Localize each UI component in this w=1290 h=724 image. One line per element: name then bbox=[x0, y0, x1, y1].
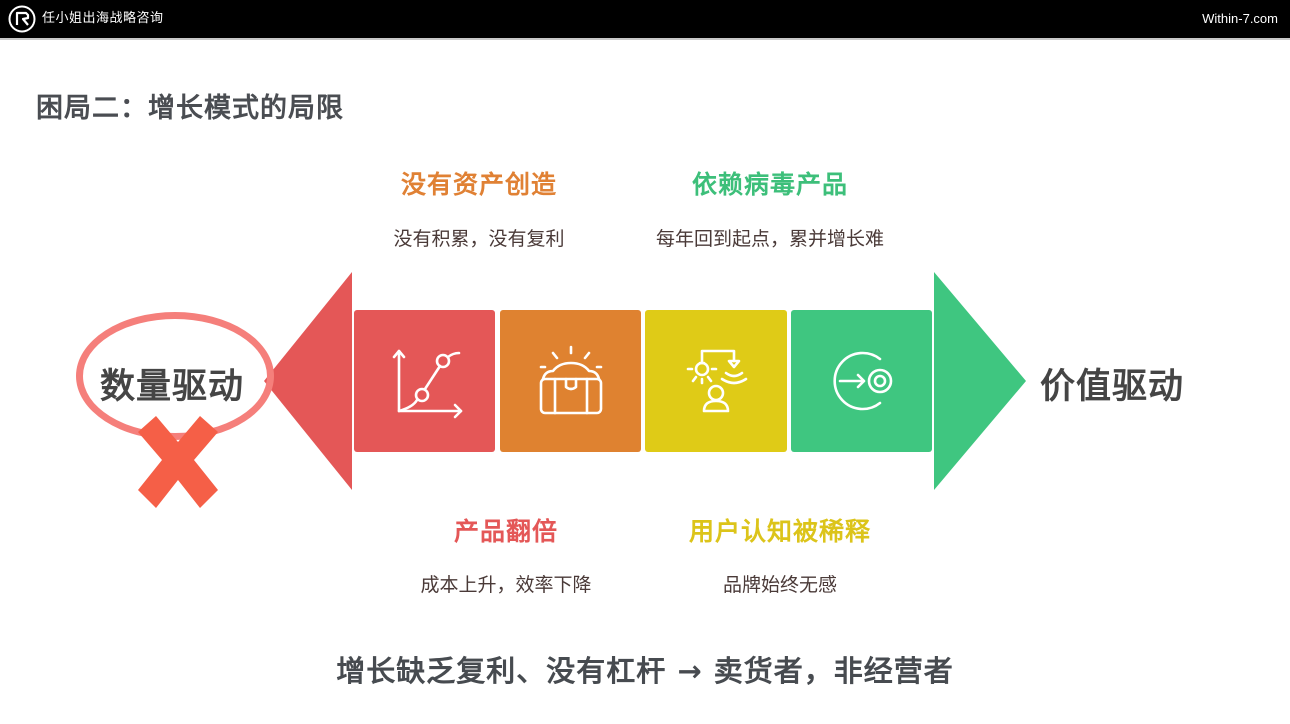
box-treasure bbox=[500, 310, 641, 452]
highlight-ellipse bbox=[76, 312, 274, 440]
growth-chart-icon bbox=[392, 349, 462, 419]
treasure-chest-icon bbox=[539, 345, 602, 415]
brand-name: 任小姐出海战略咨询 bbox=[42, 11, 164, 26]
label-user-perception-diluted-desc: 品牌始终无感 bbox=[722, 574, 837, 596]
site-url: Within-7.com bbox=[1202, 11, 1278, 26]
x-mark-icon bbox=[138, 416, 218, 508]
label-user-perception-diluted: 用户认知被稀释 bbox=[688, 517, 871, 546]
right-arrow-head bbox=[934, 272, 1026, 490]
quantity-driven-label: 数量驱动 bbox=[100, 367, 245, 407]
circle-logo-icon bbox=[8, 5, 36, 33]
conclusion-text: 增长缺乏复利、没有杠杆 → 卖货者，非经营者 bbox=[336, 654, 954, 688]
left-arrow-head bbox=[264, 272, 352, 490]
label-viral-product: 依赖病毒产品 bbox=[691, 170, 848, 199]
influence-signal-icon bbox=[686, 349, 748, 413]
label-product-doubling-desc: 成本上升，效率下降 bbox=[420, 574, 592, 596]
box-target bbox=[791, 310, 932, 452]
value-driven-label: 价值驱动 bbox=[1040, 367, 1185, 407]
label-no-asset-creation: 没有资产创造 bbox=[400, 170, 557, 199]
label-viral-product-desc: 每年回到起点，累并增长难 bbox=[655, 228, 884, 250]
label-product-doubling: 产品翻倍 bbox=[453, 517, 558, 546]
top-bar: 任小姐出海战略咨询 Within-7.com bbox=[0, 0, 1290, 38]
box-influence bbox=[645, 310, 787, 452]
box-growth bbox=[354, 310, 495, 452]
page-title: 困局二：增长模式的局限 bbox=[36, 93, 344, 124]
divider bbox=[0, 38, 1290, 40]
label-no-asset-creation-desc: 没有积累，没有复利 bbox=[393, 228, 565, 250]
target-arrow-icon bbox=[832, 351, 892, 411]
